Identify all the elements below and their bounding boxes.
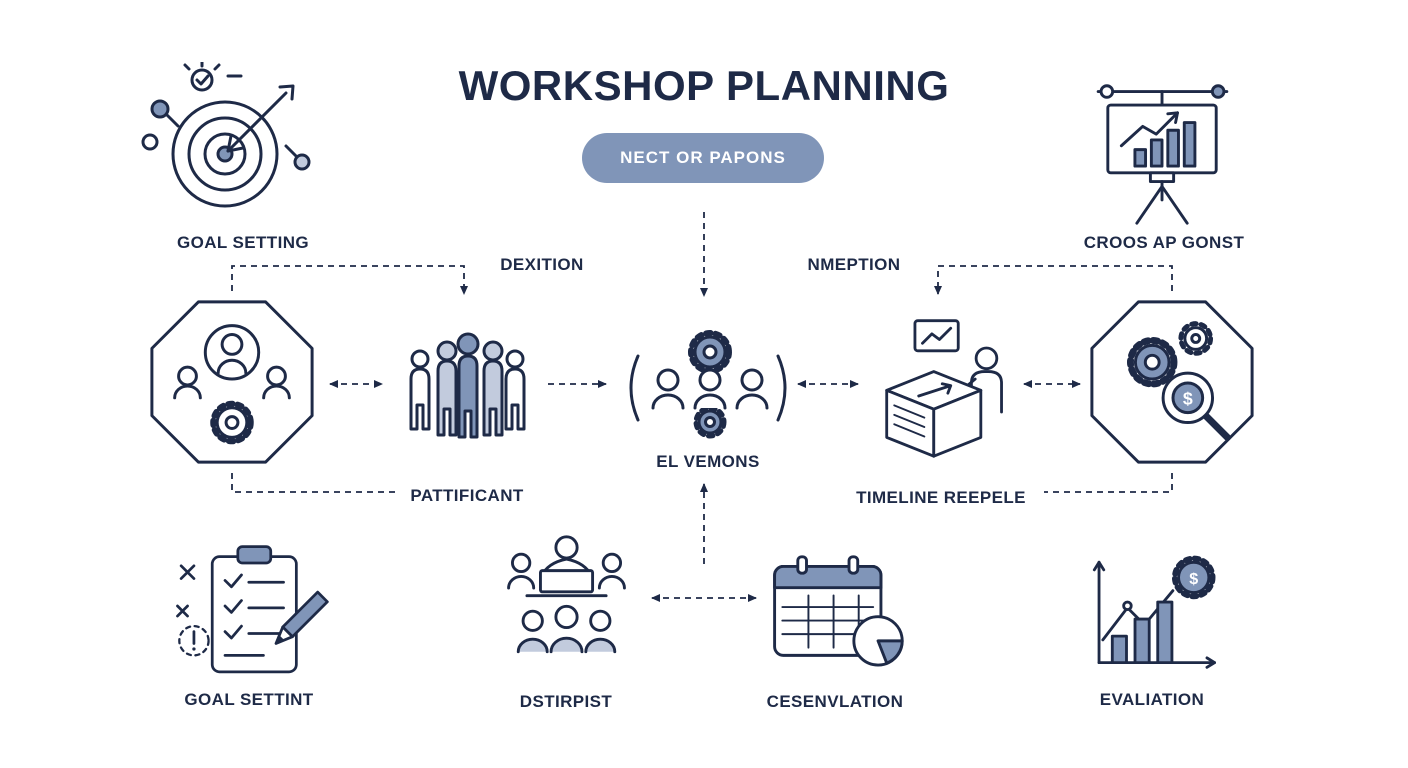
people-group-icon (400, 325, 535, 445)
label-cesenvlation: CESENVLATION (766, 692, 904, 711)
elbow-top-left (231, 265, 468, 295)
label-goal-setting: GOAL SETTING (177, 233, 309, 252)
label-goal-settint: GOAL SETTINT (184, 690, 314, 709)
elbow-bottom-left (231, 473, 396, 493)
label-el-vemons: EL VEMONS (656, 452, 760, 471)
growth-chart-dollar-gear-icon: $ (1082, 545, 1224, 678)
elbow-top-right (934, 265, 1173, 295)
target-arrow-icon (140, 62, 315, 217)
box-person-icon (866, 315, 1026, 461)
label-croos-ap-gonst: CROOS AP GONST (1083, 233, 1245, 252)
octagon-gears-magnifier-icon: $ (1083, 293, 1261, 471)
label-timeline-reepele: TIMELINE REEPELE (856, 488, 1026, 507)
label-dexition: DEXITION (500, 255, 584, 274)
header-badge: NECT OR PAPONS (582, 133, 824, 183)
team-gears-icon (608, 318, 808, 458)
presentation-chart-icon (1090, 78, 1235, 228)
dollar-glyph: $ (1189, 570, 1198, 588)
label-nmeption: NMEPTION (807, 255, 901, 274)
label-pattificant: PATTIFICANT (410, 486, 524, 505)
octagon-people-gear-icon (143, 293, 321, 471)
page-title: WORKSHOP PLANNING (458, 62, 950, 109)
calendar-pie-icon (763, 545, 908, 671)
label-dstirpist: DSTIRPIST (519, 692, 613, 711)
checklist-pencil-icon (172, 538, 332, 685)
dollar-glyph: $ (1183, 389, 1193, 409)
meeting-group-icon (492, 532, 642, 672)
label-evaliation: EVALIATION (1099, 690, 1205, 709)
elbow-bottom-right (1044, 473, 1173, 493)
